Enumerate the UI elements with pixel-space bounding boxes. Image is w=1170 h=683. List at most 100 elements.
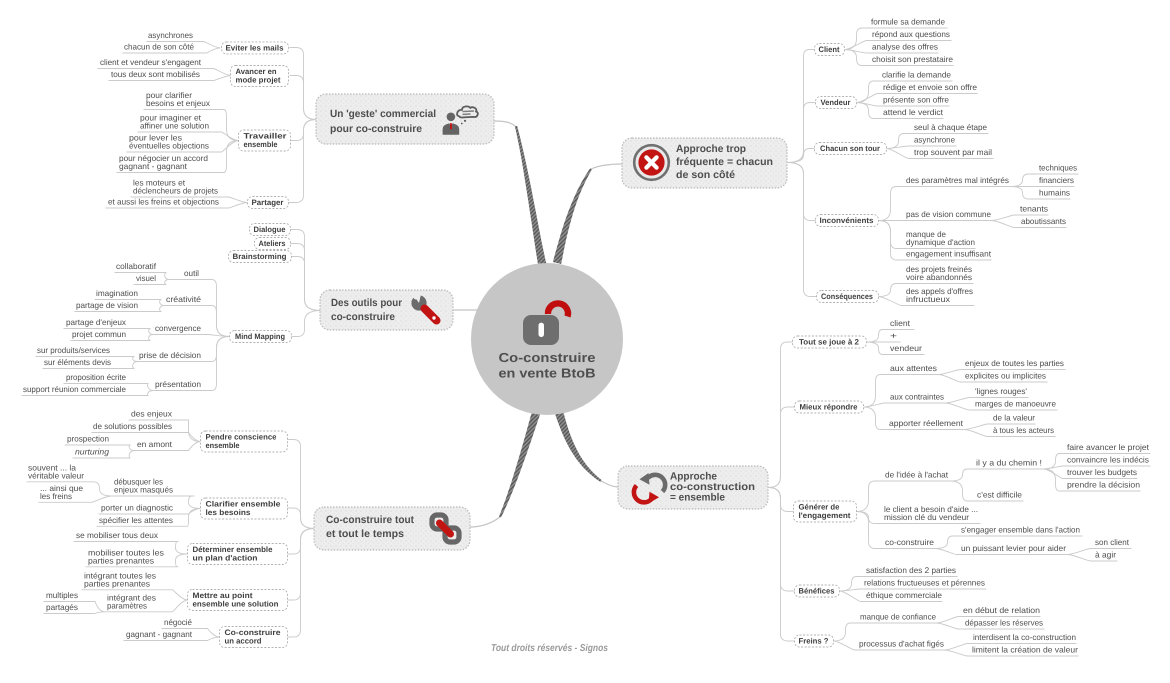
svg-text:Bénéfices: Bénéfices	[799, 586, 836, 595]
svg-text:parties prenantes: parties prenantes	[84, 579, 150, 588]
svg-text:Co-construire: Co-construire	[225, 628, 282, 637]
svg-text:son client: son client	[1095, 538, 1130, 547]
svg-text:en début de relation: en début de relation	[963, 606, 1040, 615]
svg-text:prospection: prospection	[67, 435, 109, 444]
svg-text:infructueux: infructueux	[906, 295, 950, 304]
svg-text:un accord: un accord	[225, 637, 262, 646]
svg-text:éventuelles objections: éventuelles objections	[129, 142, 209, 151]
svg-text:dépasser les réserves: dépasser les réserves	[965, 619, 1043, 628]
svg-text:nurturing: nurturing	[75, 448, 109, 457]
svg-text:créativité: créativité	[166, 295, 201, 304]
svg-text:trouver les budgets: trouver les budgets	[1067, 468, 1137, 477]
svg-text:Chacun son tour: Chacun son tour	[820, 144, 880, 153]
svg-text:ensemble: ensemble	[206, 441, 241, 450]
svg-text:sur produits/services: sur produits/services	[37, 346, 110, 355]
svg-text:enjeux masqués: enjeux masqués	[114, 486, 173, 495]
svg-text:relations fructueuses et péren: relations fructueuses et pérennes	[864, 579, 985, 588]
svg-text:intégrant des: intégrant des	[107, 593, 156, 602]
svg-text:projet commun: projet commun	[72, 330, 126, 339]
svg-text:ensemble une solution: ensemble une solution	[193, 600, 279, 609]
svg-text:les freins: les freins	[40, 492, 72, 501]
svg-text:sur éléments devis: sur éléments devis	[44, 358, 111, 367]
svg-text:de la valeur: de la valeur	[993, 414, 1035, 423]
svg-text:et tout le temps: et tout le temps	[326, 528, 404, 540]
svg-text:le client a besoin d'aide ...: le client a besoin d'aide ...	[884, 505, 978, 514]
svg-text:faire avancer le projet: faire avancer le projet	[1067, 443, 1150, 452]
svg-text:Un 'geste' commercial: Un 'geste' commercial	[330, 108, 436, 120]
svg-text:co-construire: co-construire	[331, 311, 395, 323]
svg-text:convaincre les indécis: convaincre les indécis	[1067, 456, 1149, 465]
svg-text:clarifie la demande: clarifie la demande	[882, 71, 951, 80]
svg-text:de solutions possibles: de solutions possibles	[93, 422, 172, 431]
svg-text:gagnant - gagnant: gagnant - gagnant	[119, 162, 188, 171]
svg-text:humains: humains	[1039, 189, 1070, 198]
svg-text:mobiliser toutes les: mobiliser toutes les	[88, 548, 164, 557]
svg-text:en vente BtoB: en vente BtoB	[499, 366, 596, 381]
svg-text:pour co-construire: pour co-construire	[330, 123, 422, 135]
svg-text:... ainsi que: ... ainsi que	[40, 484, 83, 493]
svg-text:dynamique d'action: dynamique d'action	[906, 238, 975, 247]
svg-text:explicites ou implicites: explicites ou implicites	[965, 372, 1046, 381]
svg-text:aboutissants: aboutissants	[1021, 217, 1066, 226]
svg-text:fréquente = chacun: fréquente = chacun	[676, 156, 773, 168]
svg-text:Avancer en: Avancer en	[236, 67, 277, 76]
svg-text:choisit son prestataire: choisit son prestataire	[872, 55, 953, 64]
svg-text:vendeur: vendeur	[890, 344, 922, 353]
svg-text:un puissant levier pour aider: un puissant levier pour aider	[961, 544, 1066, 553]
svg-text:des projets freinés: des projets freinés	[906, 265, 972, 274]
svg-text:Client: Client	[819, 45, 840, 54]
svg-text:Générer de: Générer de	[799, 503, 841, 512]
svg-text:présentation: présentation	[155, 380, 201, 389]
svg-text:+: +	[890, 332, 897, 341]
svg-text:ensemble: ensemble	[244, 140, 279, 149]
svg-text:Co-construire tout: Co-construire tout	[326, 514, 414, 526]
svg-text:convergence: convergence	[155, 324, 201, 333]
svg-text:client: client	[890, 319, 911, 328]
svg-text:en amont: en amont	[137, 440, 173, 449]
svg-text:Vendeur: Vendeur	[821, 98, 851, 107]
svg-text:asynchrones: asynchrones	[148, 31, 193, 40]
svg-text:seul à chaque étape: seul à chaque étape	[914, 123, 987, 132]
svg-text:éthique commerciale: éthique commerciale	[866, 591, 942, 600]
svg-text:Déterminer ensemble: Déterminer ensemble	[193, 545, 274, 554]
svg-text:déclencheurs de projets: déclencheurs de projets	[133, 187, 218, 196]
svg-text:financiers: financiers	[1039, 176, 1074, 185]
svg-text:se mobiliser tous deux: se mobiliser tous deux	[76, 531, 158, 540]
svg-text:Dialogue: Dialogue	[254, 225, 287, 234]
svg-text:à tous les acteurs: à tous les acteurs	[993, 426, 1054, 435]
svg-text:véritable valeur: véritable valeur	[28, 471, 84, 480]
svg-text:des enjeux: des enjeux	[131, 410, 172, 419]
svg-text:c'est difficile: c'est difficile	[977, 491, 1022, 500]
svg-text:paramètres: paramètres	[107, 601, 147, 610]
svg-text:Eviter les mails: Eviter les mails	[226, 43, 285, 52]
svg-text:Approche: Approche	[670, 471, 717, 483]
svg-text:Conséquences: Conséquences	[821, 292, 874, 301]
svg-text:Mind Mapping: Mind Mapping	[235, 332, 285, 341]
svg-text:Mettre au point: Mettre au point	[193, 591, 253, 600]
svg-text:répond aux questions: répond aux questions	[872, 30, 950, 39]
svg-text:pas de vision commune: pas de vision commune	[906, 210, 991, 219]
svg-text:s'engager ensemble dans l'acti: s'engager ensemble dans l'action	[961, 526, 1080, 535]
svg-text:engagement insuffisant: engagement insuffisant	[906, 250, 992, 259]
svg-text:pour lever les: pour lever les	[129, 134, 182, 143]
svg-text:Brainstorming: Brainstorming	[233, 252, 287, 261]
svg-text:outil: outil	[184, 269, 199, 278]
svg-text:marges de manoeuvre: marges de manoeuvre	[975, 400, 1056, 409]
svg-text:support réunion commerciale: support réunion commerciale	[23, 385, 126, 394]
svg-text:débusquer les: débusquer les	[114, 478, 163, 487]
svg-text:imagination: imagination	[96, 289, 138, 298]
svg-text:analyse des offres: analyse des offres	[872, 43, 938, 52]
svg-text:l'engagement: l'engagement	[799, 511, 851, 520]
svg-text:interdisent la co-construction: interdisent la co-construction	[973, 633, 1076, 642]
svg-text:spécifier les attentes: spécifier les attentes	[99, 516, 173, 525]
svg-text:apporter réellement: apporter réellement	[889, 419, 964, 428]
svg-text:Inconvénients: Inconvénients	[820, 216, 875, 225]
svg-text:satisfaction des 2 parties: satisfaction des 2 parties	[866, 566, 956, 575]
svg-text:prendre la décision: prendre la décision	[1067, 481, 1140, 490]
svg-text:co-construire: co-construire	[885, 538, 934, 547]
svg-text:un plan d'action: un plan d'action	[193, 554, 258, 563]
svg-text:il y a du chemin !: il y a du chemin !	[976, 459, 1042, 468]
svg-text:porter un diagnostic: porter un diagnostic	[101, 504, 173, 513]
svg-text:prise de décision: prise de décision	[139, 351, 201, 360]
svg-text:aux attentes: aux attentes	[890, 364, 937, 373]
